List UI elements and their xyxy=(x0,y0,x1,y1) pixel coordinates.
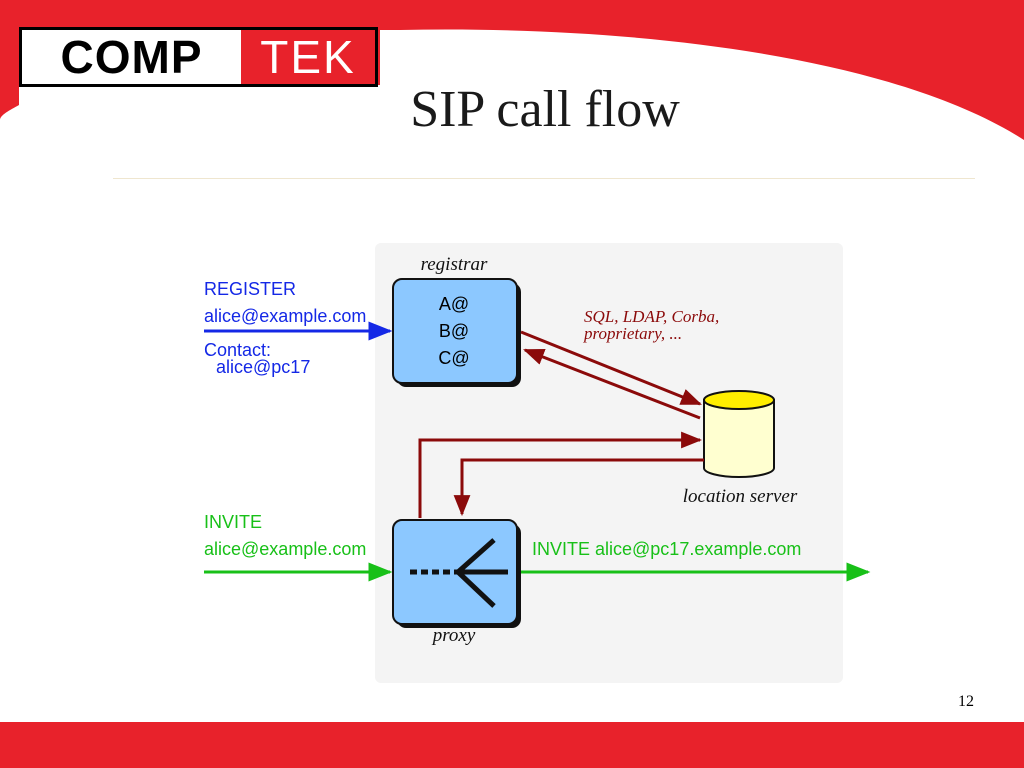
registrar-box xyxy=(392,278,518,384)
proxy-label: proxy xyxy=(431,625,476,646)
proxy-fork-icon xyxy=(410,538,508,608)
location-server-label: location server xyxy=(683,486,798,507)
invite-in-method: INVITE xyxy=(204,512,262,532)
location-to-registrar-arrow xyxy=(523,348,701,420)
proxy-to-location-arrow xyxy=(418,431,703,518)
title-divider xyxy=(113,178,975,179)
slide-title: SIP call flow xyxy=(410,81,680,138)
invite-in-uri: alice@example.com xyxy=(204,539,366,559)
location-server-body xyxy=(703,399,775,478)
comptek-logo: COMP TEK xyxy=(19,27,378,87)
registrar-entry-c: C@ xyxy=(438,348,469,368)
logo-comp-text: COMP xyxy=(60,31,203,83)
register-uri: alice@example.com xyxy=(204,306,366,326)
registrar-entry-b: B@ xyxy=(439,321,469,341)
logo-tek-text: TEK xyxy=(241,30,375,84)
location-to-proxy-arrow xyxy=(453,458,704,517)
register-method: REGISTER xyxy=(204,279,296,299)
bottom-red-band xyxy=(0,722,1024,768)
location-server-top xyxy=(703,390,775,410)
registrar-entry-a: A@ xyxy=(439,294,469,314)
register-contact-value: alice@pc17 xyxy=(216,357,310,377)
invite-out-text: INVITE alice@pc17.example.com xyxy=(532,539,801,559)
backend-note-line1: SQL, LDAP, Corba, xyxy=(584,307,719,326)
register-contact-label: Contact: xyxy=(204,340,271,360)
registrar-to-location-arrow xyxy=(520,330,702,406)
registrar-label: registrar xyxy=(421,254,488,275)
page-number: 12 xyxy=(958,693,974,710)
backend-note-line2: proprietary, ... xyxy=(583,324,682,343)
